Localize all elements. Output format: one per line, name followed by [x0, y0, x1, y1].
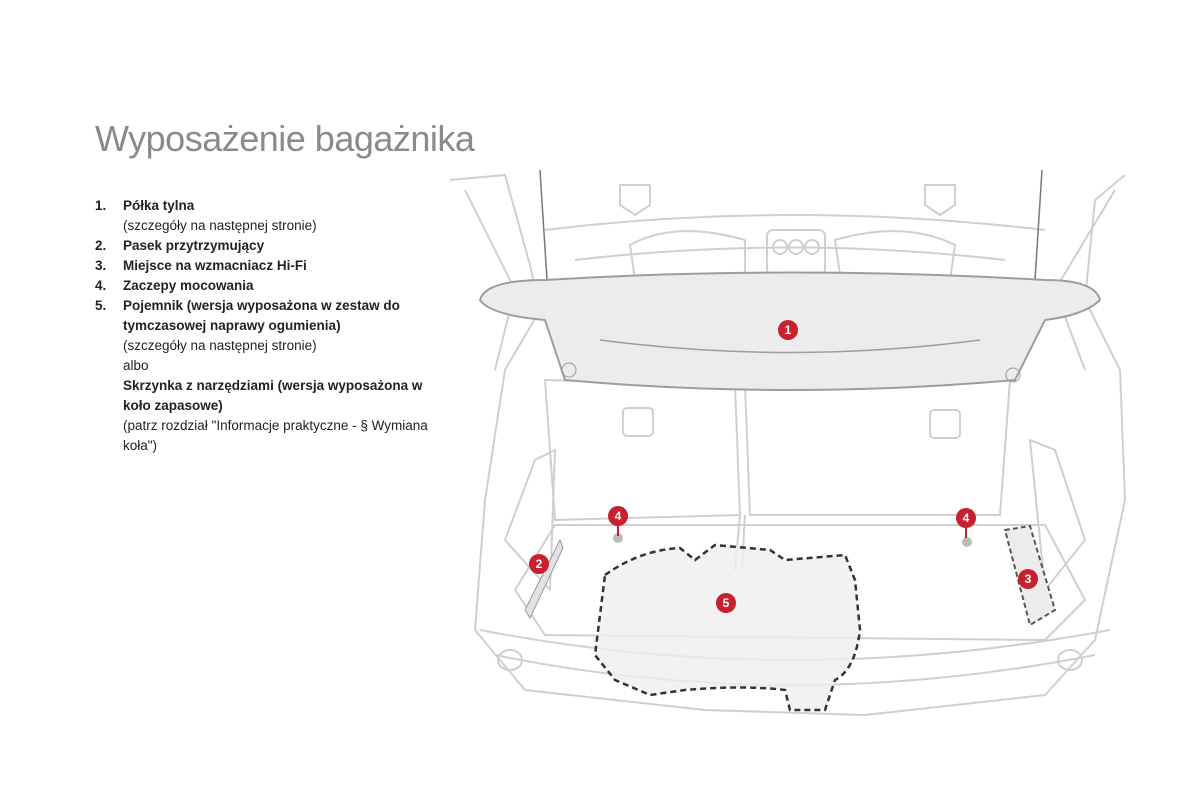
callout-1: 1: [778, 320, 798, 340]
legend-note: (szczegóły na następnej stronie): [123, 336, 435, 356]
legend-number: 4.: [95, 276, 123, 296]
page-title: Wyposażenie bagażnika: [95, 118, 474, 160]
legend-number: 2.: [95, 236, 123, 256]
legend-item-5: 5. Pojemnik (wersja wyposażona w zestaw …: [95, 296, 435, 456]
storage-bin: [595, 545, 860, 710]
legend-list: 1. Półka tylna (szczegóły na następnej s…: [95, 196, 435, 456]
legend-label: Półka tylna: [123, 196, 435, 216]
svg-text:4: 4: [615, 509, 622, 523]
legend-note: (patrz rozdział "Informacje praktyczne -…: [123, 416, 435, 456]
legend-number: 1.: [95, 196, 123, 236]
legend-label: Pasek przytrzymujący: [123, 236, 435, 256]
legend-item-4: 4. Zaczepy mocowania: [95, 276, 435, 296]
anchor-point-icon: [962, 537, 972, 547]
callout-5: 5: [716, 593, 736, 613]
svg-text:3: 3: [1025, 572, 1032, 586]
legend-note: albo: [123, 356, 435, 376]
callout-2: 2: [529, 554, 549, 574]
callout-4-left: 4: [608, 506, 628, 536]
legend-label: Miejsce na wzmacniacz Hi-Fi: [123, 256, 435, 276]
svg-text:1: 1: [785, 323, 792, 337]
legend-number: 5.: [95, 296, 123, 456]
svg-text:4: 4: [963, 511, 970, 525]
legend-label: Zaczepy mocowania: [123, 276, 435, 296]
callout-3: 3: [1018, 569, 1038, 589]
legend-number: 3.: [95, 256, 123, 276]
callout-4-right: 4: [956, 508, 976, 538]
legend-item-2: 2. Pasek przytrzymujący: [95, 236, 435, 256]
legend-label: Pojemnik (wersja wyposażona w zestaw do …: [123, 296, 435, 336]
legend-item-3: 3. Miejsce na wzmacniacz Hi-Fi: [95, 256, 435, 276]
trunk-diagram: 1 2 3 4 4 5: [445, 170, 1135, 730]
svg-text:5: 5: [723, 596, 730, 610]
legend-item-1: 1. Półka tylna (szczegóły na następnej s…: [95, 196, 435, 236]
legend-note: (szczegóły na następnej stronie): [123, 216, 435, 236]
legend-label: Skrzynka z narzędziami (wersja wyposażon…: [123, 376, 435, 416]
rear-shelf: [480, 170, 1100, 390]
retaining-strap: [525, 540, 563, 618]
svg-text:2: 2: [536, 557, 543, 571]
